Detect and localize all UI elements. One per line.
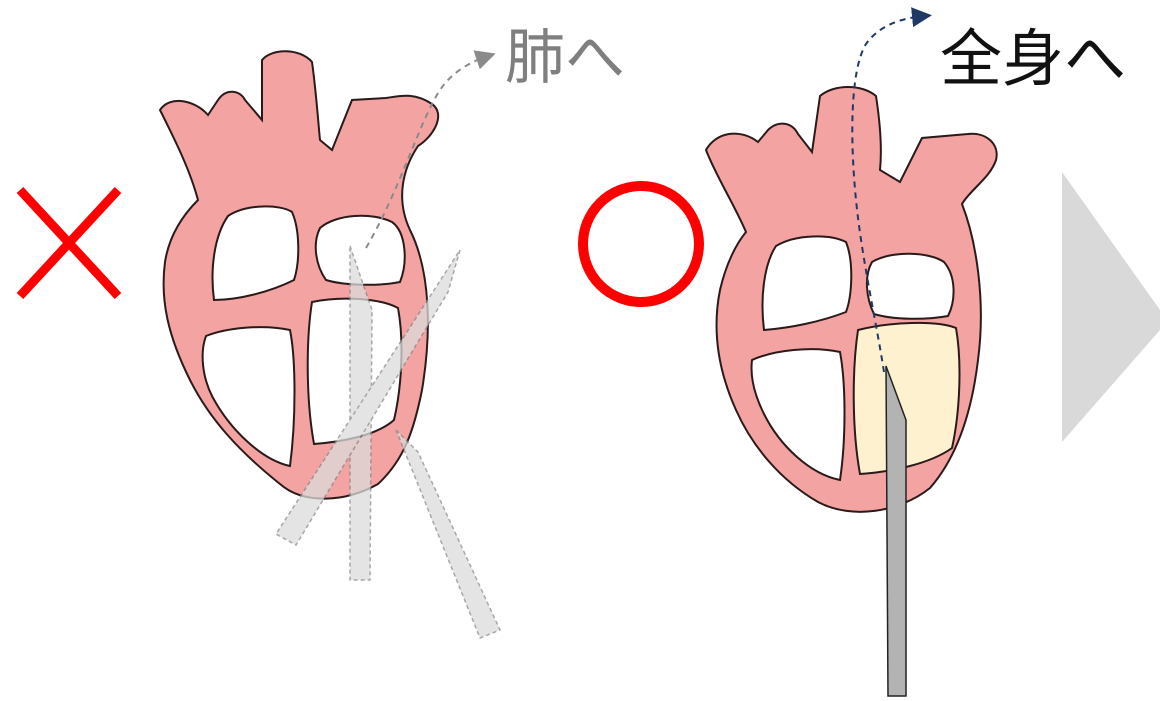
right-heart-chamber-ra [763, 236, 852, 330]
right-heart-chamber-la [867, 254, 954, 319]
cross-mark-icon [20, 190, 118, 296]
next-arrow-icon[interactable] [1062, 172, 1160, 442]
label-to-whole-body: 全身へ [940, 28, 1126, 90]
ghost-needle-diagonal-2 [396, 430, 500, 638]
heart-right [706, 87, 997, 512]
circle-mark-icon [583, 186, 699, 302]
needle-correct [886, 366, 906, 696]
label-to-lungs: 肺へ [505, 28, 625, 88]
